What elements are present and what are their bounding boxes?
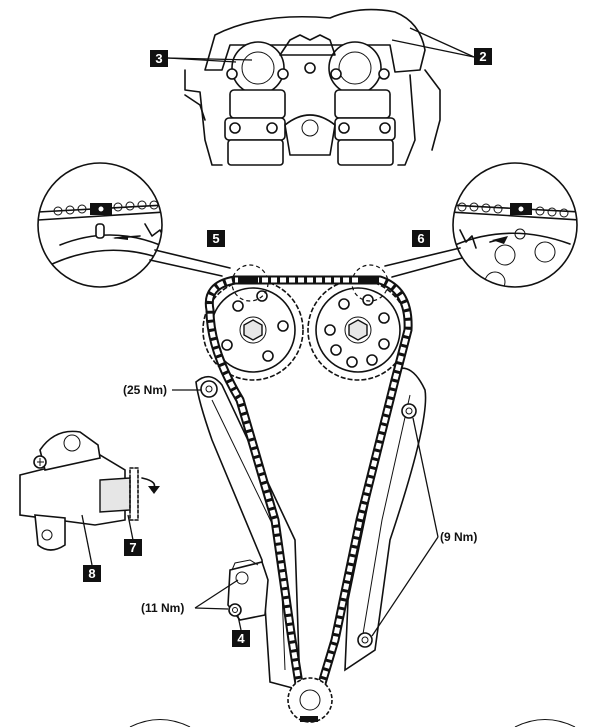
crankshaft-sprocket	[287, 677, 333, 723]
callout-2-leader-a	[409, 27, 475, 58]
cylinder-head-top-view	[184, 8, 441, 166]
torque-label-25nm: (25 Nm)	[123, 383, 167, 397]
svg-text:8: 8	[88, 566, 95, 581]
intake-camshaft-sprocket	[202, 279, 304, 381]
callout-7: 7	[124, 539, 142, 556]
callout-6: 6	[412, 230, 430, 247]
bottom-left-arc	[129, 719, 191, 727]
svg-text:4: 4	[237, 631, 245, 646]
callout-4: 4	[232, 630, 250, 647]
timing-chain	[204, 275, 413, 695]
svg-text:3: 3	[155, 51, 162, 66]
timing-mark-detail-right	[452, 162, 578, 288]
bottom-right-arc	[514, 719, 576, 727]
svg-text:5: 5	[212, 231, 219, 246]
torque-11-leader-b	[194, 579, 239, 609]
chain-tensioner-detail	[19, 430, 160, 551]
callout-8-leader	[81, 514, 93, 566]
torque-label-11nm: (11 Nm)	[141, 601, 184, 615]
svg-text:7: 7	[129, 540, 136, 555]
chain-tensioner-installed	[227, 559, 269, 621]
callout-2-leader-b	[391, 39, 475, 58]
callout-4-leader	[237, 615, 242, 631]
torque-9-leader-a	[412, 417, 439, 538]
svg-text:6: 6	[417, 231, 424, 246]
svg-text:2: 2	[479, 49, 486, 64]
callout-5: 5	[207, 230, 225, 247]
timing-mark-detail-left	[37, 162, 163, 288]
torque-9-leader-b	[371, 536, 439, 637]
callout-7-leader	[127, 514, 134, 541]
torque-11-leader-a	[194, 607, 229, 610]
exhaust-camshaft-sprocket	[307, 279, 409, 381]
torque-label-9nm: (9 Nm)	[440, 530, 477, 544]
chain-guide-right	[344, 367, 427, 672]
callout-3-leader-b	[167, 57, 253, 61]
callout-2: 2	[474, 48, 492, 65]
callout-3: 3	[150, 50, 168, 67]
callout-8: 8	[83, 565, 101, 582]
